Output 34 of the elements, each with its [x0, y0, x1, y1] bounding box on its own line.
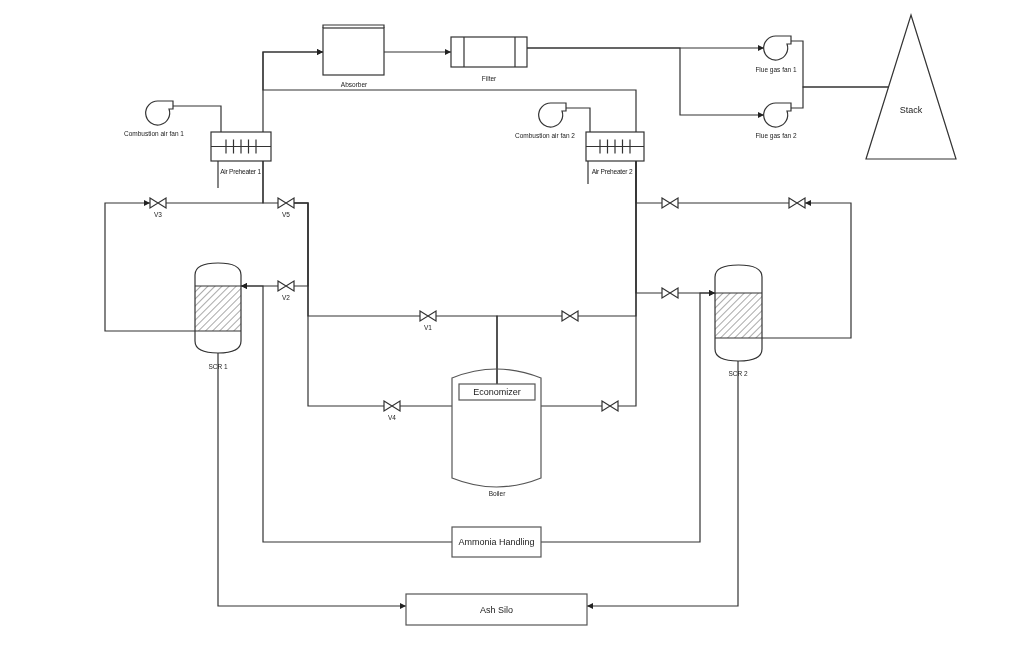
equipment-label: Ammonia Handling [458, 537, 535, 547]
pipe-arrow [540, 290, 716, 543]
pipe-line [790, 86, 890, 109]
pipe-line [262, 160, 279, 204]
equipment-label: Stack [899, 105, 923, 115]
pipe-arrow [526, 47, 765, 118]
pipe-arrow [104, 200, 196, 332]
process-box [406, 594, 587, 625]
pipe-arrow [586, 360, 739, 609]
pipe-arrow [761, 200, 852, 339]
pipe-arrow [240, 283, 453, 543]
pipe-line [617, 160, 637, 407]
valve-symbol [562, 311, 578, 321]
pipe-line [172, 105, 222, 133]
equipment-label: Ash Silo [480, 605, 513, 614]
valve-symbol [662, 288, 678, 298]
pipe-line [540, 405, 603, 407]
pipe-line [496, 315, 563, 385]
process-box [452, 527, 541, 557]
valve-symbol [662, 198, 678, 208]
pipe-arrow [383, 49, 452, 55]
pipe-arrow [262, 49, 637, 133]
stack-triangle [866, 15, 956, 159]
pipe-line [399, 405, 453, 407]
pipe-line [217, 160, 219, 189]
pipe-line [293, 202, 385, 407]
valve-symbol [789, 198, 805, 208]
valve-symbol [602, 401, 618, 411]
pipe-line [677, 202, 790, 204]
process-box [459, 384, 535, 400]
equipment-label: Economizer [473, 387, 521, 397]
pipe-line [587, 160, 589, 185]
pipe-arrow [217, 352, 407, 609]
pipe-line [565, 107, 591, 133]
